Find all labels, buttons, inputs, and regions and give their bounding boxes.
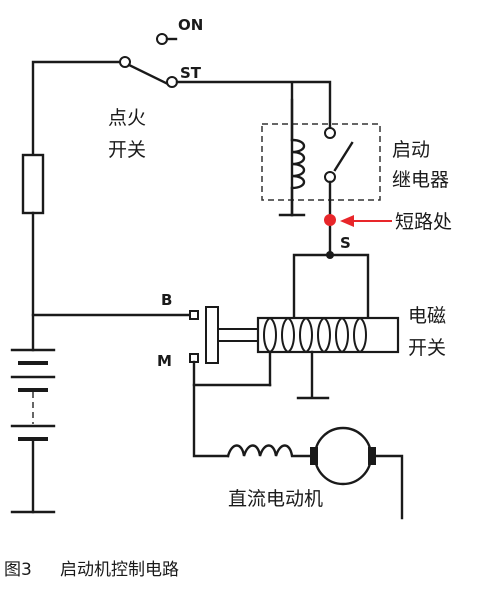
ignition-switch (119, 33, 178, 88)
field-coil (226, 444, 312, 458)
solenoid-label-1: 电磁 (408, 305, 446, 327)
st-terminal (166, 76, 178, 88)
short-circuit-point (324, 214, 336, 226)
figure-number: 图3 (4, 560, 32, 580)
battery (10, 348, 56, 514)
wire-m-to-motor (192, 350, 272, 458)
dc-motor-label: 直流电动机 (228, 488, 323, 510)
contact-disc (205, 306, 219, 364)
switch-pivot-terminal (119, 56, 131, 68)
dc-motor (310, 426, 376, 486)
b-terminal-label: B (161, 291, 172, 309)
on-label: ON (178, 16, 203, 34)
start-relay-label-1: 启动 (392, 139, 430, 161)
solenoid-label-2: 开关 (408, 337, 446, 359)
start-relay-box (261, 123, 381, 201)
relay-coil (278, 98, 306, 217)
wire-s-to-solenoid (292, 253, 370, 320)
plunger-rod (217, 328, 259, 342)
start-relay-label-2: 继电器 (392, 169, 449, 191)
short-circuit-arrow (340, 215, 392, 227)
s-terminal-label: S (340, 234, 351, 252)
st-label: ST (180, 64, 202, 82)
solenoid-ground (296, 350, 330, 400)
ignition-switch-label-1: 点火 (108, 107, 146, 129)
figure-title: 启动机控制电路 (60, 560, 179, 580)
short-circuit-label: 短路处 (395, 211, 452, 233)
b-terminal (189, 310, 199, 320)
solenoid-coils (263, 317, 367, 354)
ignition-switch-label-2: 开关 (108, 139, 146, 161)
wire-switch-to-fuse (31, 60, 124, 157)
m-terminal-label: M (157, 352, 172, 370)
wire-st-to-relay (175, 80, 332, 217)
on-terminal (156, 33, 168, 45)
motor-ground (374, 454, 404, 520)
fuse (21, 153, 45, 215)
